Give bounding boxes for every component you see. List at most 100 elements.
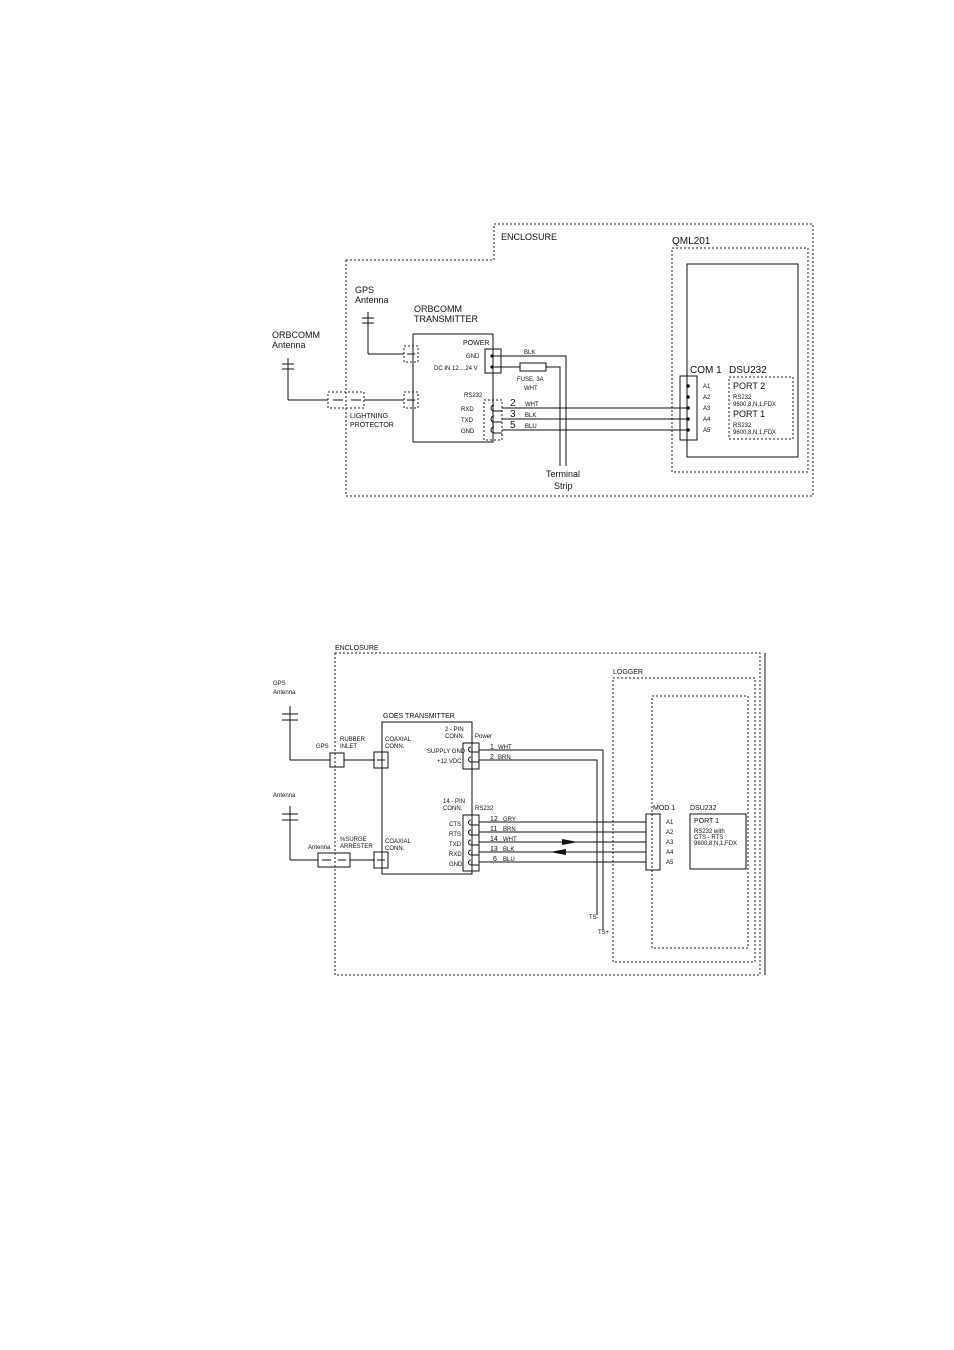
power-pin-1: 1 <box>490 744 494 751</box>
com1-terminal-block <box>679 375 698 441</box>
gps2-antenna-icon <box>282 706 330 761</box>
antenna-small-label: Antenna <box>308 845 331 851</box>
orbcomm-antenna-label-2: Antenna <box>272 340 306 350</box>
signal-rxd: RXD <box>449 852 462 858</box>
enclosure-label: ENCLOSURE <box>501 232 557 242</box>
power-wht-label: WHT <box>524 386 538 392</box>
supply-gnd-label: SUPPLY GND <box>427 749 466 755</box>
port1-2-line-3: 9600,8,N,1,FDX <box>694 841 737 847</box>
logger-outline <box>612 677 756 963</box>
gps-coax-connector <box>403 345 419 363</box>
ts-plus-label: TS+ <box>598 930 610 936</box>
gps2-antenna-label-1: GPS <box>273 681 286 687</box>
rs232-2-connector <box>462 814 480 872</box>
supply-gnd-wire <box>479 749 604 930</box>
rxd-arrow <box>550 849 566 855</box>
sig-color-wht: WHT <box>503 837 517 843</box>
power-dc-terminal <box>490 365 494 369</box>
port2-line-1: RS232 <box>733 395 752 401</box>
power-gnd-terminal <box>490 354 494 358</box>
txd-label: TXD <box>461 418 474 424</box>
rubber-inlet-label-1: RUBBER <box>340 737 366 743</box>
sig-color-blu: BLU <box>503 857 515 863</box>
gps-antenna-label-2: Antenna <box>355 295 389 305</box>
port1-2-label: PORT 1 <box>694 818 719 825</box>
gps-antenna-icon <box>362 312 404 355</box>
pin-2: 2 <box>510 398 516 409</box>
logger-board <box>651 695 749 949</box>
rs232-connector <box>483 399 503 441</box>
power-color-wht: WHT <box>498 745 512 751</box>
port2-label: PORT 2 <box>733 381 765 391</box>
surge-label-1: %SURGE <box>340 837 367 843</box>
gnd-label: GND <box>466 354 480 360</box>
plus12-label: +12 VDC <box>437 759 462 765</box>
goes-wiring-diagram: ENCLOSURE LOGGER GPS Antenna GPS RUBBER … <box>273 645 766 976</box>
power-blk-label: BLK <box>524 350 535 356</box>
power2-connector <box>462 742 480 770</box>
gps-antenna-label-1: GPS <box>355 285 374 295</box>
wire-color-wht: WHT <box>525 402 539 408</box>
qml201-outline <box>671 247 809 473</box>
power-gnd-wire <box>493 355 567 466</box>
dsu232-module <box>728 376 794 440</box>
mod-pin-a3: A3 <box>666 840 674 846</box>
terminal-strip-label-1: Terminal <box>546 469 580 479</box>
rxd-label: RXD <box>461 407 474 413</box>
mod-pin-a1: A1 <box>666 820 674 826</box>
txd-arrow <box>562 839 578 845</box>
surge-label-2: ARRESTER <box>340 844 373 850</box>
sig-pin-14: 14 <box>490 836 498 843</box>
logger-label: LOGGER <box>613 669 643 676</box>
wire-color-blu: BLU <box>525 424 537 430</box>
rs232-pins <box>490 404 502 434</box>
enclosure2-label: ENCLOSURE <box>335 645 379 652</box>
qml201-label: QML201 <box>672 236 711 247</box>
sig-color-blk: BLK <box>503 847 514 853</box>
fourteen-pin-label-1: 14 - PIN <box>443 799 465 805</box>
sig-pin-6: 6 <box>493 856 497 863</box>
rubber-inlet-label-2: INLET <box>340 744 357 750</box>
rs232-2-pins <box>468 819 479 866</box>
mod-pin-a4: A4 <box>666 850 674 856</box>
port1-line-2: 9600,8,N,1,FDX <box>733 430 776 436</box>
two-pin-label-2: CONN. <box>445 734 465 740</box>
signal-gnd: GND <box>449 862 463 868</box>
com-pin-a3: A3 <box>703 406 711 412</box>
orbcomm-wiring-diagram: ENCLOSURE QML201 GPS Antenna ORBCOMM Ant… <box>272 223 814 497</box>
rubber-inlet <box>329 752 345 768</box>
coaxial2-label-1: COAXIAL <box>385 839 412 845</box>
coaxial2-label-2: CONN. <box>385 846 405 852</box>
coax-connector-2 <box>373 851 389 869</box>
dsu232-label: DSU232 <box>729 365 767 376</box>
sig-pin-11: 11 <box>490 826 497 833</box>
dsu232-2-module <box>689 813 747 870</box>
rs232-2-label: RS232 <box>475 806 494 812</box>
qml201-board <box>686 263 799 458</box>
signal-cts: CTS <box>449 822 461 828</box>
com-pin-a2: A2 <box>703 395 711 401</box>
com1-terminals <box>686 384 690 432</box>
transmitter-label-2: TRANSMITTER <box>414 314 478 324</box>
orbcomm-antenna-icon <box>282 358 328 401</box>
fourteen-pin-label-2: CONN. <box>443 806 463 812</box>
com1-label: COM 1 <box>690 365 722 376</box>
dc-in-label: DC IN 12....24 V <box>434 366 478 372</box>
two-pin-label-1: 2 - PIN <box>445 727 464 733</box>
mod1-label: MOD 1 <box>653 805 675 812</box>
dsu232-2-label: DSU232 <box>690 805 717 812</box>
fuse-label: FUSE, 3A <box>517 377 544 383</box>
sig-color-brn: BRN <box>503 827 516 833</box>
sig-color-gry: GRY <box>503 817 516 823</box>
transmitter-label-1: ORBCOMM <box>414 304 462 314</box>
port1-label: PORT 1 <box>733 409 765 419</box>
pin-3: 3 <box>510 409 516 420</box>
lightning-label-1: LIGHTNING <box>350 413 388 420</box>
power-terminal-block <box>484 348 502 374</box>
orbcomm-transmitter-box <box>412 333 494 443</box>
coax-connector-1 <box>373 751 389 769</box>
power-dc-wire-2 <box>546 366 561 466</box>
power-pin-2: 2 <box>490 754 494 761</box>
terminal-strip-label-2: Strip <box>554 481 573 491</box>
coaxial1-label-1: COAXIAL <box>385 737 412 743</box>
